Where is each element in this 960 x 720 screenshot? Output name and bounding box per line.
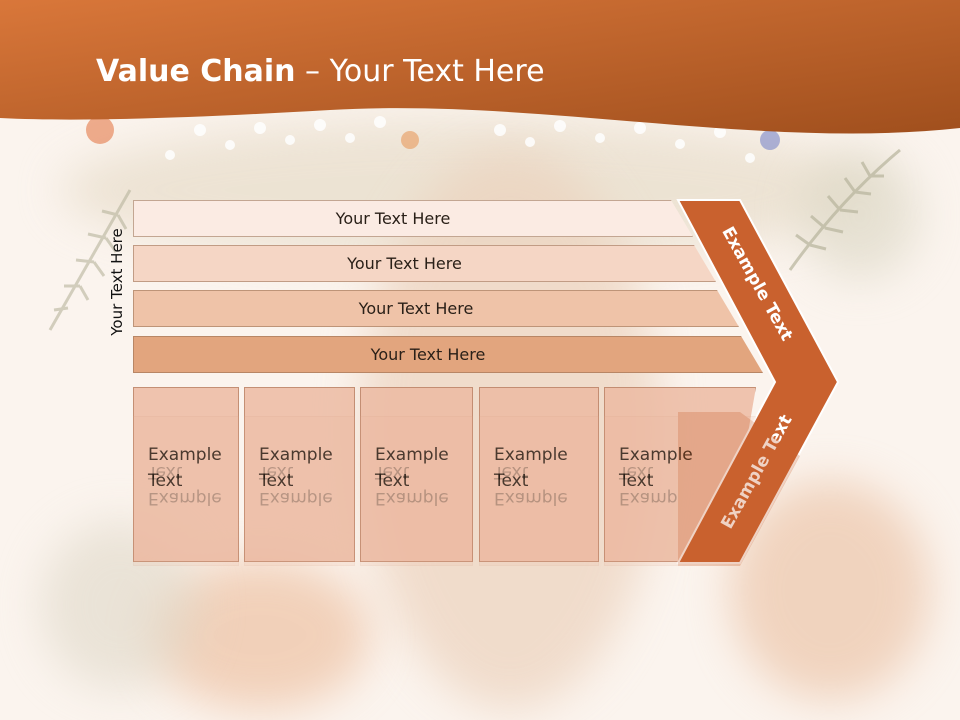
flower-crown-decoration xyxy=(86,116,780,163)
column-line2: Text xyxy=(259,471,294,491)
title-bold: Value Chain xyxy=(96,54,296,89)
activity-column: Example Text xyxy=(479,387,599,562)
column-line2: Text xyxy=(619,471,654,491)
activity-column: Example Text xyxy=(133,387,239,562)
column-line1: Example xyxy=(494,445,568,465)
column-line2: Text xyxy=(148,471,183,491)
band-row: Your Text Here xyxy=(133,336,763,373)
column-line1: Example xyxy=(375,445,449,465)
column-line1: Example xyxy=(148,445,222,465)
column-line1: Example xyxy=(619,445,693,465)
header-banner xyxy=(0,0,960,134)
band-row: Your Text Here xyxy=(133,245,716,282)
band-row: Your Text Here xyxy=(133,200,693,237)
column-line1: Example xyxy=(259,445,333,465)
title-rest: – Your Text Here xyxy=(295,54,545,89)
column-line2: Text xyxy=(494,471,529,491)
page-title: Value Chain – Your Text Here xyxy=(96,54,545,89)
fern-decoration-icon xyxy=(788,148,901,271)
column-line2: Text xyxy=(375,471,410,491)
band-row: Your Text Here xyxy=(133,290,739,327)
activity-column: Example Text xyxy=(360,387,473,562)
fern-decoration-icon xyxy=(48,189,132,331)
activity-column: Example Text xyxy=(244,387,355,562)
